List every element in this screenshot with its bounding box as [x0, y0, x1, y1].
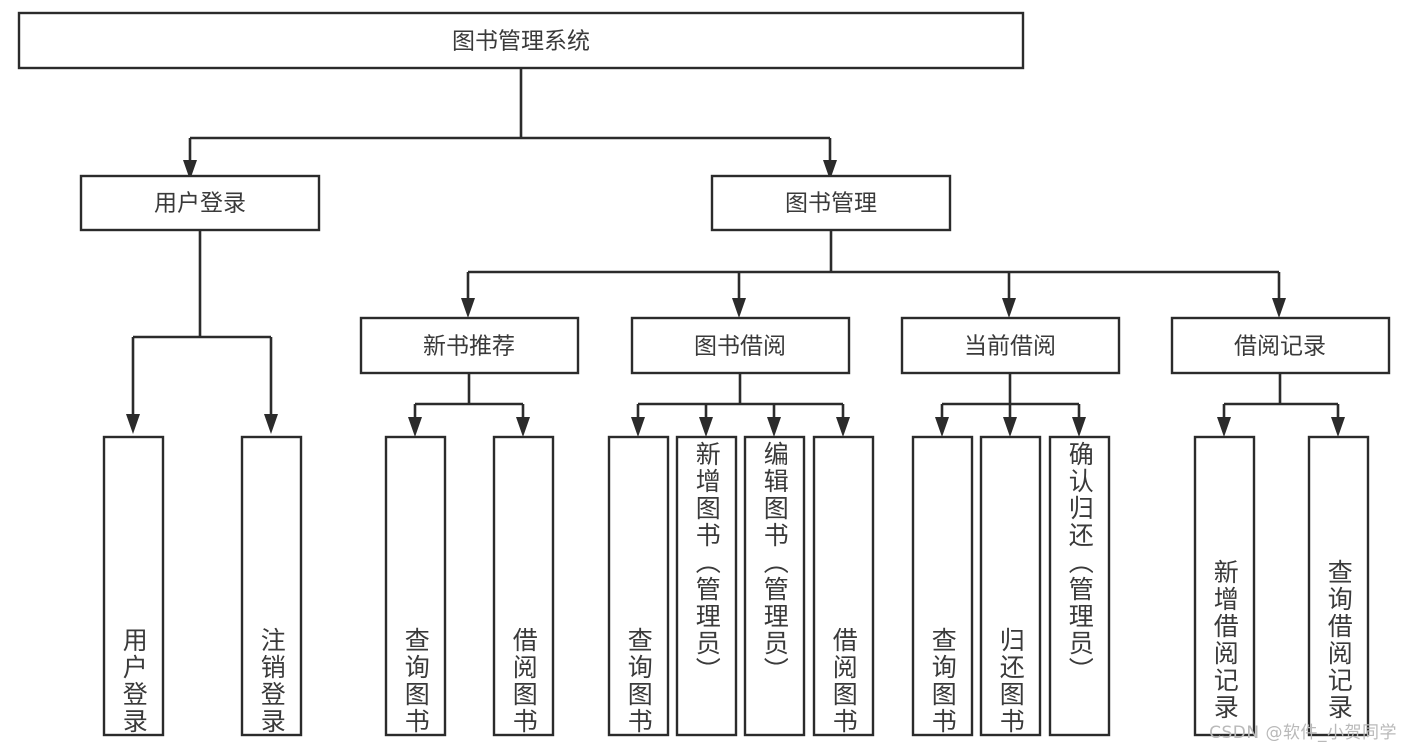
- arrowhead-cb-leaf-2: [1003, 417, 1017, 437]
- arrowhead-new-book-recommend: [461, 298, 475, 318]
- leaf-box-bb-query-book[interactable]: [607, 435, 670, 737]
- arrowhead-bb-leaf-3: [767, 417, 781, 437]
- node-borrow-record-box[interactable]: [1170, 316, 1391, 375]
- node-user-login-label: 用户登录: [154, 191, 246, 217]
- leaf-box-bb-borrow-book[interactable]: [812, 435, 875, 737]
- node-book-manage-box[interactable]: [710, 174, 952, 232]
- node-borrow-record-label: 借阅记录: [1234, 334, 1326, 360]
- node-book-borrow-label: 图书借阅: [694, 334, 786, 360]
- arrowhead-book-manage: [823, 160, 837, 180]
- arrowhead-br-leaf-2: [1331, 417, 1345, 437]
- arrowhead-br-leaf-1: [1217, 417, 1231, 437]
- leaf-box-cb-query-book[interactable]: [911, 435, 974, 737]
- arrowhead-leaf-logout: [264, 414, 278, 434]
- leaf-box-nbr-borrow-book[interactable]: [492, 435, 555, 737]
- arrowhead-bb-leaf-1: [631, 417, 645, 437]
- arrowhead-cb-leaf-3: [1072, 417, 1086, 437]
- leaf-box-br-add-record[interactable]: [1193, 435, 1256, 737]
- leaf-box-cb-return-book[interactable]: [979, 435, 1042, 737]
- leaf-box-cb-confirm-return[interactable]: [1048, 435, 1111, 737]
- node-new-book-recommend-label: 新书推荐: [423, 334, 515, 360]
- arrowhead-nbr-leaf-1: [408, 417, 422, 437]
- arrowhead-leaf-user-login: [126, 414, 140, 434]
- csdn-watermark: CSDN @软件_小贺同学: [1209, 723, 1397, 743]
- arrowhead-user-login: [183, 160, 197, 180]
- node-root-label: 图书管理系统: [452, 29, 590, 55]
- arrowhead-current-borrow: [1002, 298, 1016, 318]
- node-new-book-recommend-box[interactable]: [359, 316, 580, 375]
- leaf-box-bb-add-book[interactable]: [675, 435, 738, 737]
- node-user-login-box[interactable]: [79, 174, 321, 232]
- node-book-borrow-box[interactable]: [630, 316, 851, 375]
- node-current-borrow-label: 当前借阅: [964, 334, 1056, 360]
- leaf-box-user-login[interactable]: [102, 435, 165, 737]
- arrowhead-bb-leaf-2: [699, 417, 713, 437]
- arrowhead-book-borrow: [732, 298, 746, 318]
- arrowhead-bb-leaf-4: [836, 417, 850, 437]
- arrowhead-nbr-leaf-2: [516, 417, 530, 437]
- leaf-box-bb-edit-book[interactable]: [743, 435, 806, 737]
- leaf-box-nbr-query-book[interactable]: [384, 435, 447, 737]
- node-current-borrow-box[interactable]: [900, 316, 1121, 375]
- node-book-manage-label: 图书管理: [785, 191, 877, 217]
- leaf-box-logout[interactable]: [240, 435, 303, 737]
- arrowhead-borrow-record: [1272, 298, 1286, 318]
- arrowhead-cb-leaf-1: [935, 417, 949, 437]
- node-root-box[interactable]: [17, 11, 1025, 70]
- leaf-box-br-query-record[interactable]: [1307, 435, 1370, 737]
